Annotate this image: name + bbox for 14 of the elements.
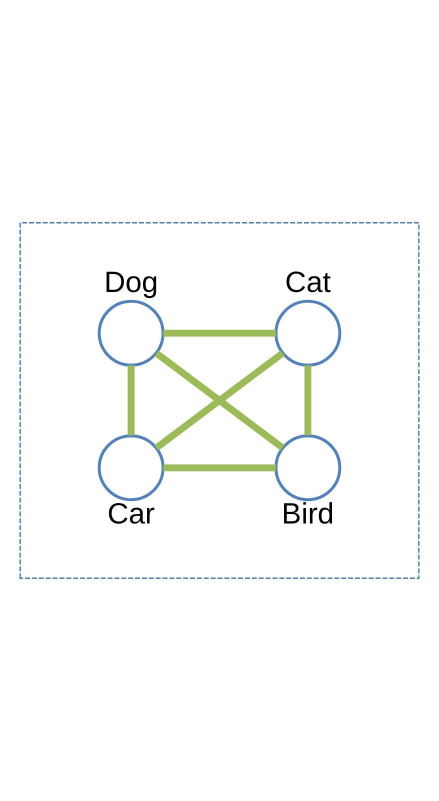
connector	[128, 365, 135, 436]
connector	[154, 350, 285, 451]
node-label: Cat	[284, 266, 331, 300]
connector	[163, 330, 276, 337]
node-circle	[98, 434, 165, 502]
cluster	[19, 222, 420, 579]
node-label: Dog	[104, 266, 158, 300]
node-label: Car	[107, 498, 155, 531]
node-circle	[274, 434, 342, 502]
node-circle	[98, 300, 165, 367]
node-circle	[274, 300, 342, 367]
connector	[163, 464, 276, 472]
connector	[304, 365, 312, 436]
node-label: Bird	[282, 498, 334, 531]
